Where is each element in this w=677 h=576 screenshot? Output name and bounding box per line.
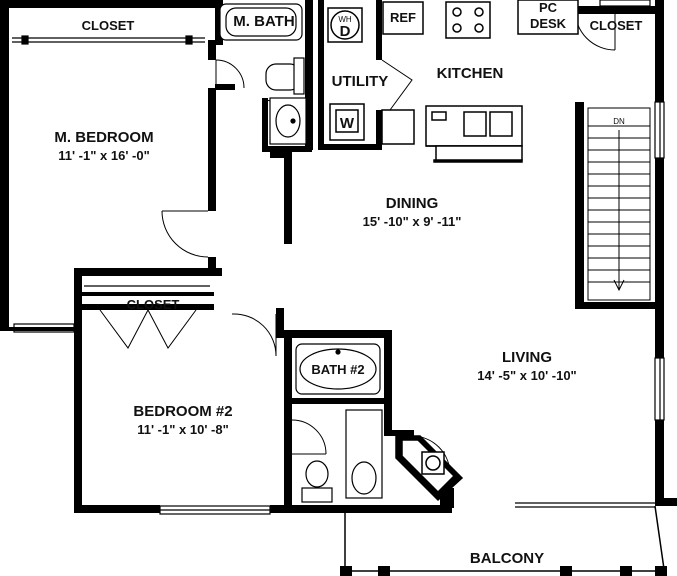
living-label: LIVING [502, 349, 552, 366]
closet-master-label: CLOSET [82, 18, 135, 33]
master-bedroom-label: M. BEDROOM [54, 129, 153, 146]
balcony-railing [344, 505, 666, 576]
washer-label: W [340, 115, 355, 132]
bath2-label: BATH #2 [311, 362, 364, 377]
labels: CLOSET M. BATH WH D REF PC DESK CLOSET U… [54, 0, 642, 567]
bedroom2-size: 11' -1" x 10' -8" [137, 422, 229, 437]
bedroom2-label: BEDROOM #2 [133, 403, 232, 420]
water-heater-label: WH [338, 15, 352, 24]
closet-kitchen-label: CLOSET [590, 18, 643, 33]
master-bath-fixtures [219, 3, 307, 145]
kitchen-fixtures [381, 0, 579, 163]
dining-label: DINING [386, 195, 439, 212]
utility-label: UTILITY [332, 73, 389, 90]
master-bedroom-size: 11' -1" x 16' -0" [58, 148, 150, 163]
kitchen-label: KITCHEN [437, 65, 504, 82]
living-size: 14' -5" x 10' -10" [477, 368, 576, 383]
dining-size: 15' -10" x 9' -11" [363, 214, 462, 229]
windows [13, 0, 665, 515]
water-heater-letter: D [340, 23, 351, 40]
refrigerator-label: REF [390, 10, 416, 25]
closet-bedroom2-label: CLOSET [127, 297, 180, 312]
utility-fixtures [327, 7, 365, 141]
pc-desk-label-line2: DESK [530, 16, 567, 31]
fireplace [395, 435, 464, 502]
balcony-label: BALCONY [470, 550, 544, 567]
master-bath-label: M. BATH [233, 13, 294, 30]
bath2-fixtures [295, 343, 383, 503]
stairs-direction-label: DN [613, 117, 625, 126]
closet-rods [12, 35, 210, 287]
stairs [587, 107, 651, 301]
pc-desk-label-line1: PC [539, 0, 558, 15]
